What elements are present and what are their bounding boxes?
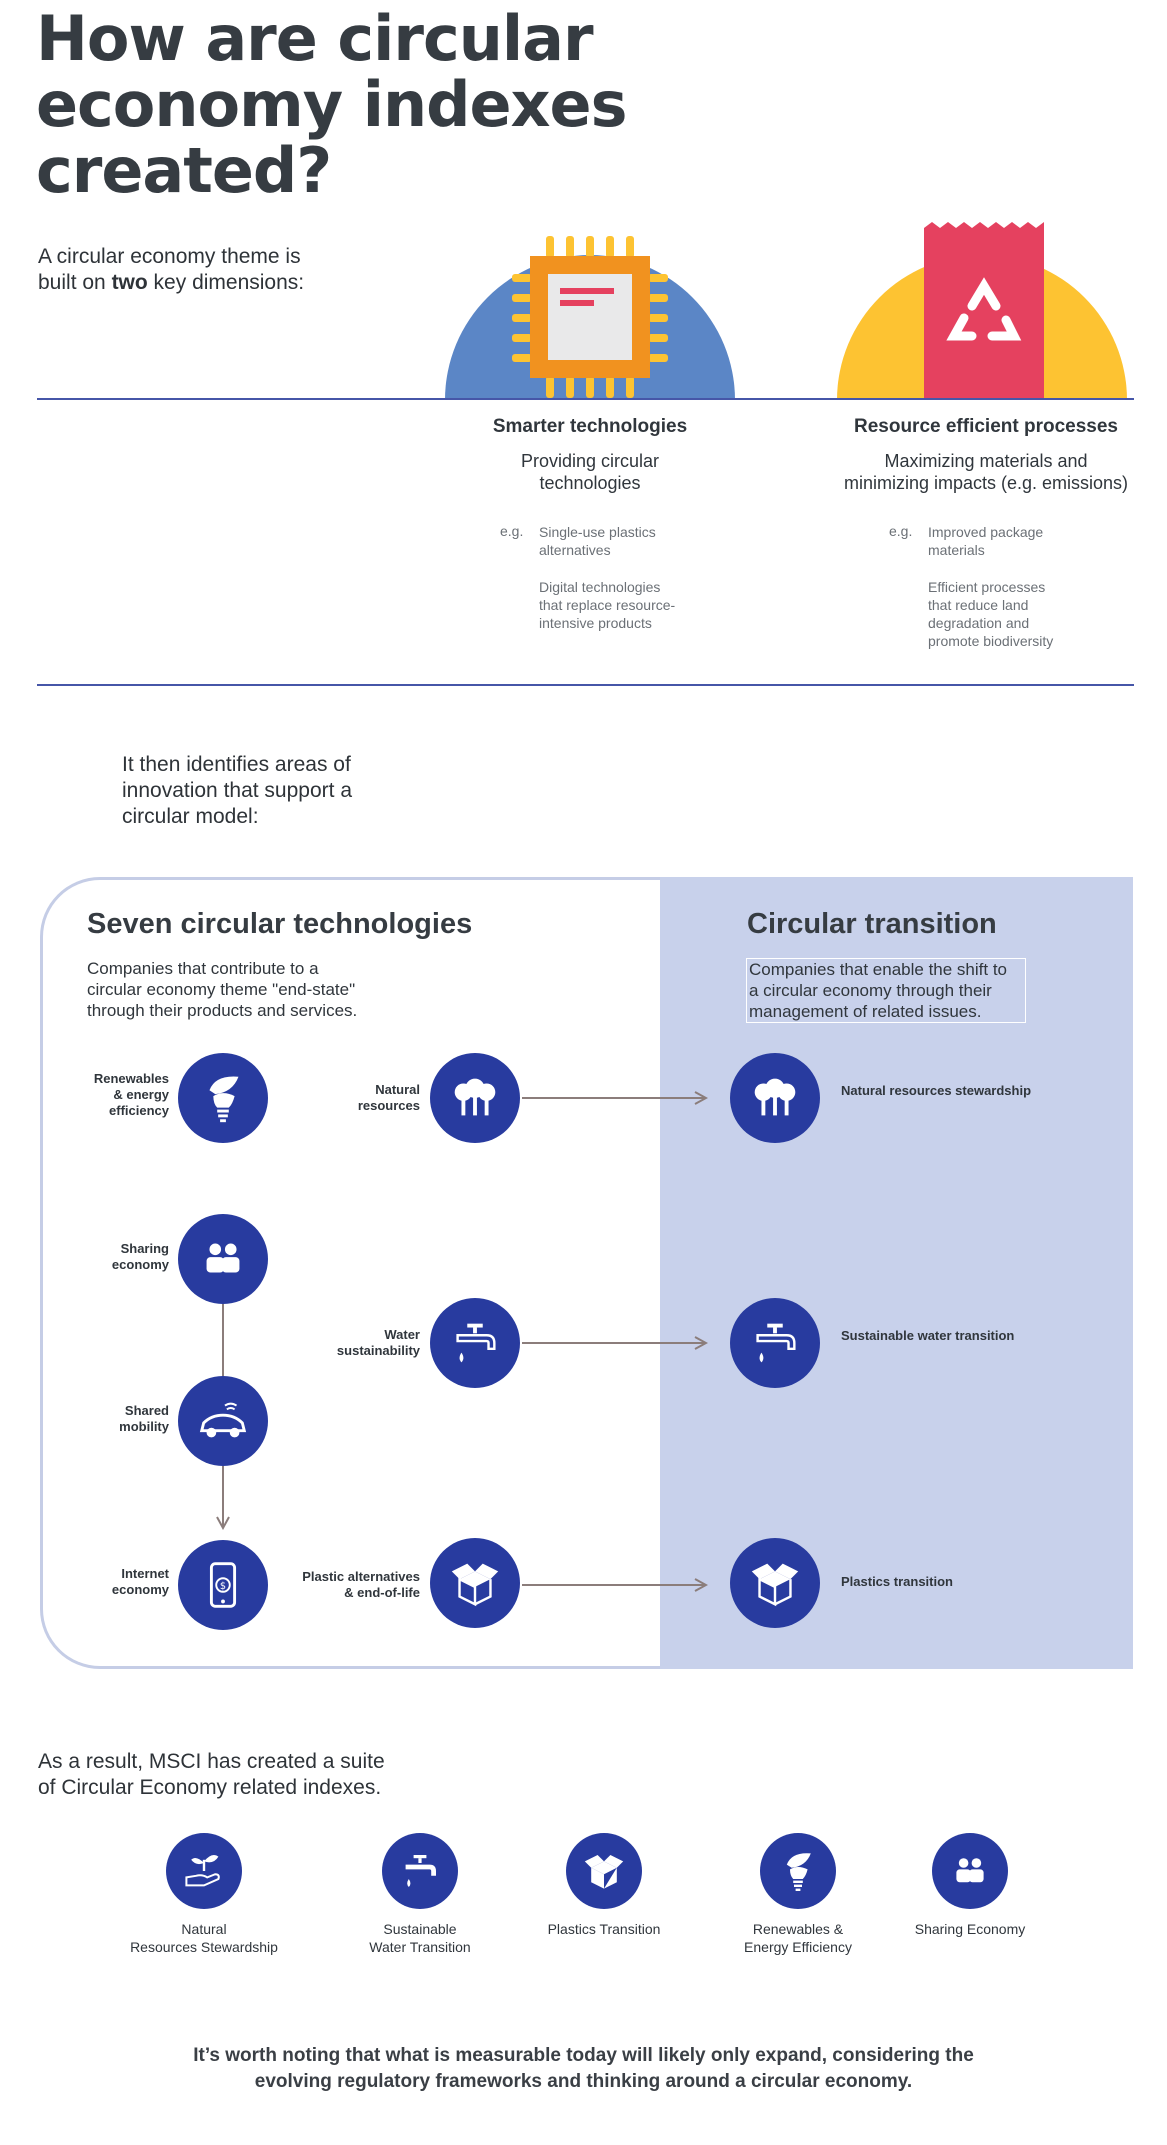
dimension-heading: Resource efficient processes: [853, 416, 1118, 437]
intro-text: A circular economy theme is built on two…: [38, 245, 305, 294]
eg-label: e.g.: [889, 523, 913, 539]
trees-icon: [730, 1053, 820, 1143]
transition-label: Sustainable water transition: [841, 1328, 1015, 1343]
index-label: Plastics Transition: [547, 1921, 661, 1937]
dimension-heading: Smarter technologies: [492, 416, 688, 437]
dimension-subheading: Maximizing materials and minimizing impa…: [843, 451, 1129, 493]
page-title: How are circular economy indexes created…: [36, 6, 656, 204]
seven-technologies-panel: [40, 877, 740, 1669]
divider-top: [37, 398, 1134, 400]
tap-icon: [430, 1298, 520, 1388]
seven-technologies-desc: Companies that contribute to a circular …: [87, 959, 358, 1020]
index-label: Sharing Economy: [914, 1921, 1026, 1937]
box-icon: [566, 1833, 642, 1909]
box-icon: [730, 1538, 820, 1628]
innovation-intro-text: It then identifies areas of innovation t…: [122, 753, 352, 828]
plant-hand-icon: [166, 1833, 242, 1909]
transition-label: Plastics transition: [841, 1574, 953, 1589]
box-icon: [430, 1538, 520, 1628]
title-line: How are circular: [36, 2, 594, 75]
divider-bottom: [37, 684, 1134, 686]
recycle-bag-illustration: [837, 222, 1127, 400]
tap-icon: [382, 1833, 458, 1909]
phone-icon: $: [178, 1540, 268, 1630]
tap-icon: [730, 1298, 820, 1388]
bulb-icon: [178, 1053, 268, 1143]
title-line: created?: [36, 134, 332, 207]
svg-text:$: $: [220, 1581, 226, 1592]
circular-transition-title: Circular transition: [747, 908, 997, 940]
tech-label: Plastic alternatives& end-of-life: [302, 1569, 420, 1600]
example-text: Improved package materials: [928, 524, 1044, 558]
connector-arrows: [0, 0, 1167, 1700]
title-line: economy indexes: [36, 68, 627, 141]
circular-transition-desc: Companies that enable the shift to a cir…: [746, 958, 1026, 1023]
eg-label: e.g.: [500, 523, 524, 539]
closing-note: It’s worth noting that what is measurabl…: [193, 2045, 974, 2092]
result-text: As a result, MSCI has created a suite of…: [38, 1750, 385, 1799]
trees-icon: [430, 1053, 520, 1143]
example-text: Single-use plastics alternatives: [539, 524, 656, 558]
bulb-icon: [760, 1833, 836, 1909]
seven-technologies-title: Seven circular technologies: [87, 908, 473, 940]
car-icon: [178, 1376, 268, 1466]
example-text: Efficient processes that reduce land deg…: [928, 579, 1054, 649]
chip-illustration: [445, 236, 735, 400]
example-text: Digital technologies that replace resour…: [539, 579, 676, 631]
people-icon: [178, 1214, 268, 1304]
transition-label: Natural resources stewardship: [841, 1083, 1032, 1098]
people-icon: [932, 1833, 1008, 1909]
dimension-subheading: Providing circular technologies: [520, 451, 660, 493]
circular-transition-panel: [660, 877, 1133, 1669]
index-label: Renewables &Energy Efficiency: [744, 1921, 852, 1955]
